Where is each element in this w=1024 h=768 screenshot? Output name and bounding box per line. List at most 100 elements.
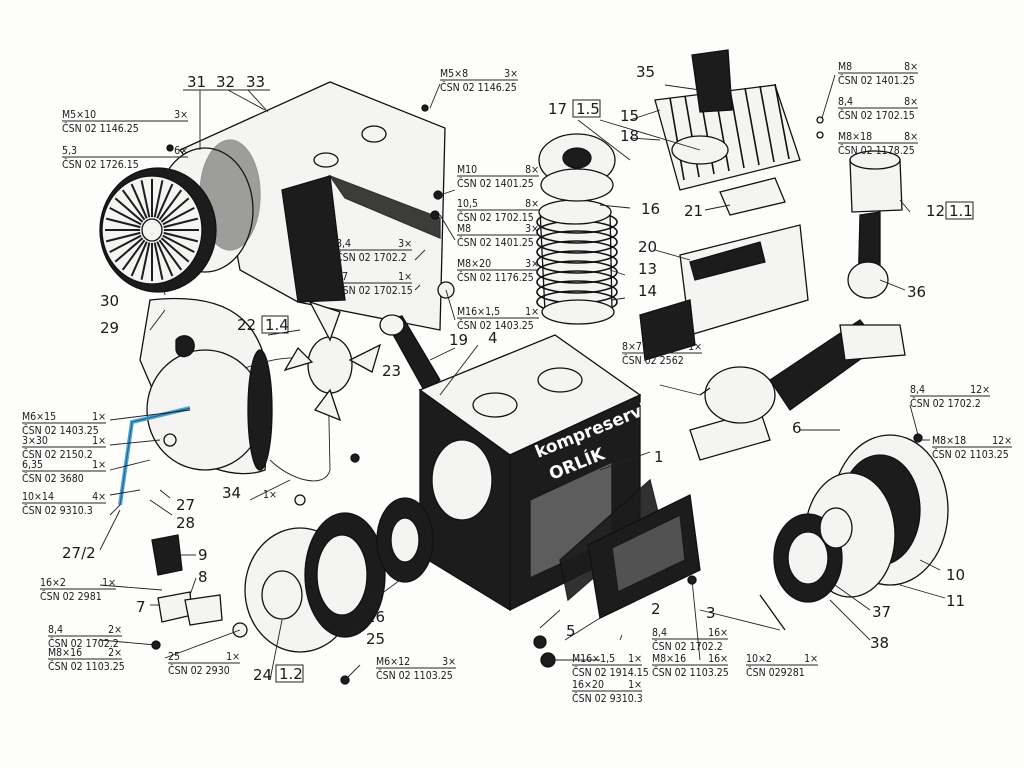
spec-qty: 1×: [688, 341, 702, 353]
grille-slot: [105, 217, 141, 229]
part-label-6: 6: [792, 419, 802, 437]
spec-size: 6,35: [22, 459, 43, 471]
leader-lines: [99, 74, 946, 681]
spec-size: 8,4: [336, 238, 351, 250]
grille-slot: [121, 189, 146, 221]
spec-standard: ČSN 02 1702.2: [336, 251, 407, 264]
spec-qty: 8×: [904, 61, 918, 73]
head-gasket: [719, 177, 786, 216]
spec-standard: ČSN 02 1178.25: [838, 144, 915, 157]
spec-qty: 3×: [525, 223, 539, 235]
part-label-10: 10: [946, 566, 965, 584]
spec-qty: 12×: [992, 435, 1012, 447]
part-label-12: 12: [926, 202, 945, 220]
part-label-21: 21: [684, 202, 703, 220]
part-label-27: 27: [176, 496, 195, 514]
spec-qty: 3×: [525, 258, 539, 270]
spec-qty: 8×: [525, 164, 539, 176]
spec-size: M8×18: [838, 131, 872, 143]
cylinder-fin: [536, 230, 618, 254]
part-label-7: 7: [136, 598, 146, 616]
spec-standard: ČSN 02 1403.25: [22, 424, 99, 437]
spec-standard: ČSN 02 1702.2: [652, 640, 723, 653]
piston-rod: [847, 150, 903, 299]
spec-qty: 1×: [525, 306, 539, 318]
oil-fitting: [151, 534, 223, 626]
part-label-8: 8: [198, 568, 208, 586]
spec-qty: 1×: [628, 679, 642, 691]
head-fin: [774, 83, 790, 160]
spec-qty: 1×: [92, 459, 106, 471]
spec-standard: ČSN 02 1103.25: [48, 660, 125, 673]
parts-drawing: kompreservis ORLÍK: [99, 49, 949, 685]
part-label-36: 36: [907, 283, 926, 301]
spec-size: 10×14: [22, 491, 54, 503]
spec-standard: ČSN 02 1103.25: [932, 448, 1009, 461]
spec-qty: 2×: [108, 647, 122, 659]
part-label-22: 22: [237, 316, 256, 334]
head-fin: [744, 87, 760, 166]
spec-size: 8,4: [838, 96, 853, 108]
spec-standard: ČSN 02 1726.15: [62, 158, 139, 171]
part-label-9: 9: [198, 546, 208, 564]
spec-standard: ČSN 02 1702.15: [336, 284, 413, 297]
spec-size: 25: [168, 651, 180, 663]
part-label-3: 3: [706, 604, 716, 622]
spec-standard: ČSN 02 3680: [22, 472, 84, 485]
part-label-23: 23: [382, 362, 401, 380]
part-label-1: 1: [654, 448, 664, 466]
part-label-14: 14: [638, 282, 657, 300]
spec-standard: ČSN 02 1702.15: [838, 109, 915, 122]
part-label-16: 16: [641, 200, 660, 218]
intake-manifold: [639, 224, 809, 361]
side-cover-plate: [587, 494, 701, 619]
grille-slot: [156, 241, 174, 277]
part-label-17-qty: 1.5: [576, 100, 600, 118]
spec-size: 3×30: [22, 435, 48, 447]
spec-qty: 1×: [628, 653, 642, 665]
spec-size: M8×16: [48, 647, 82, 659]
part-label-33: 33: [246, 73, 265, 91]
head-fin: [759, 85, 775, 163]
spec-qty: 3×: [442, 656, 456, 668]
part-label-20: 20: [638, 238, 657, 256]
spec-size: M8: [838, 61, 852, 73]
spec-standard: ČSN 02 1103.25: [376, 669, 453, 682]
spec-standard: ČSN 02 1702.15: [457, 211, 534, 224]
part-label-11: 11: [946, 592, 965, 610]
spec-qty: 1×: [398, 271, 412, 283]
grille-slot: [140, 242, 151, 280]
part-label-18: 18: [620, 127, 639, 145]
grille-slot: [114, 237, 144, 263]
part-label-34: 34: [222, 484, 241, 502]
part-label-15: 15: [620, 107, 639, 125]
part-label-30: 30: [100, 292, 119, 310]
part-label-24-qty: 1.2: [279, 665, 303, 683]
spec-size: 8,4: [652, 627, 667, 639]
spec-size: M5×10: [62, 109, 96, 121]
part-label-4: 4: [488, 329, 498, 347]
valve-plate: [538, 133, 616, 202]
grille-slot: [130, 241, 148, 277]
spec-size: 16×20: [572, 679, 604, 691]
spec-standard: ČSN 02 2981: [40, 590, 102, 603]
grille-slot: [140, 180, 151, 218]
part-label-28: 28: [176, 514, 195, 532]
spec-qty: 6×: [174, 145, 188, 157]
spec-standard: ČSN 02 1702.2: [910, 397, 981, 410]
spec-qty: 3×: [174, 109, 188, 121]
